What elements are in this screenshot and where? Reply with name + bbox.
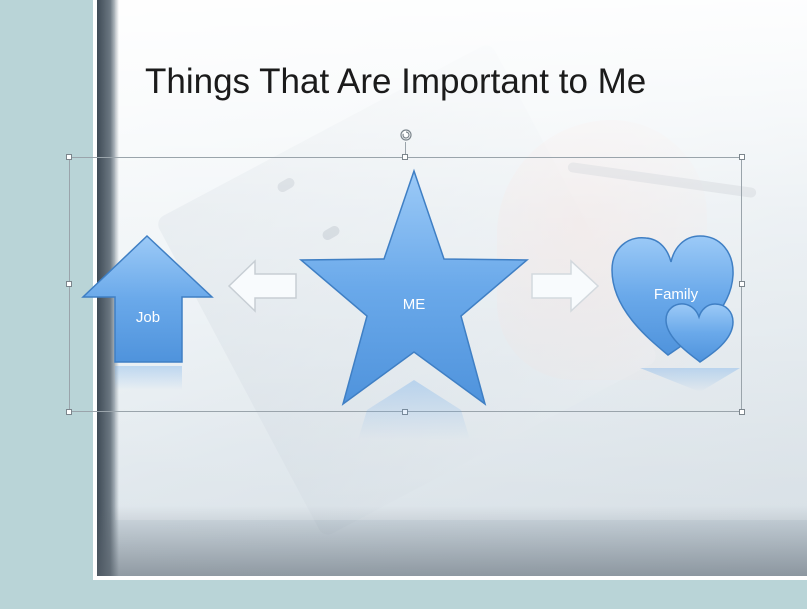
job-label: Job	[135, 309, 161, 326]
up-arrow-shape[interactable]	[81, 234, 214, 390]
resize-handle-top-left[interactable]	[66, 154, 72, 160]
rotate-handle-icon[interactable]	[399, 128, 413, 142]
family-label: Family	[653, 286, 699, 303]
resize-handle-top-right[interactable]	[739, 154, 745, 160]
me-label: ME	[402, 296, 426, 313]
slide-bottom-band	[0, 580, 807, 609]
rotate-stem	[405, 142, 406, 157]
resize-handle-top[interactable]	[402, 154, 408, 160]
left-arrow-shape[interactable]	[227, 259, 297, 313]
resize-handle-left[interactable]	[66, 281, 72, 287]
star-shape[interactable]	[298, 168, 530, 440]
slide-title[interactable]: Things That Are Important to Me	[145, 62, 647, 101]
hearts-shape[interactable]	[611, 235, 740, 392]
photo-dark-bottom	[97, 506, 807, 576]
resize-handle-bottom-right[interactable]	[739, 409, 745, 415]
resize-handle-right[interactable]	[739, 281, 745, 287]
slide-left-band	[0, 0, 93, 609]
resize-handle-bottom-left[interactable]	[66, 409, 72, 415]
right-arrow-shape[interactable]	[531, 259, 600, 313]
